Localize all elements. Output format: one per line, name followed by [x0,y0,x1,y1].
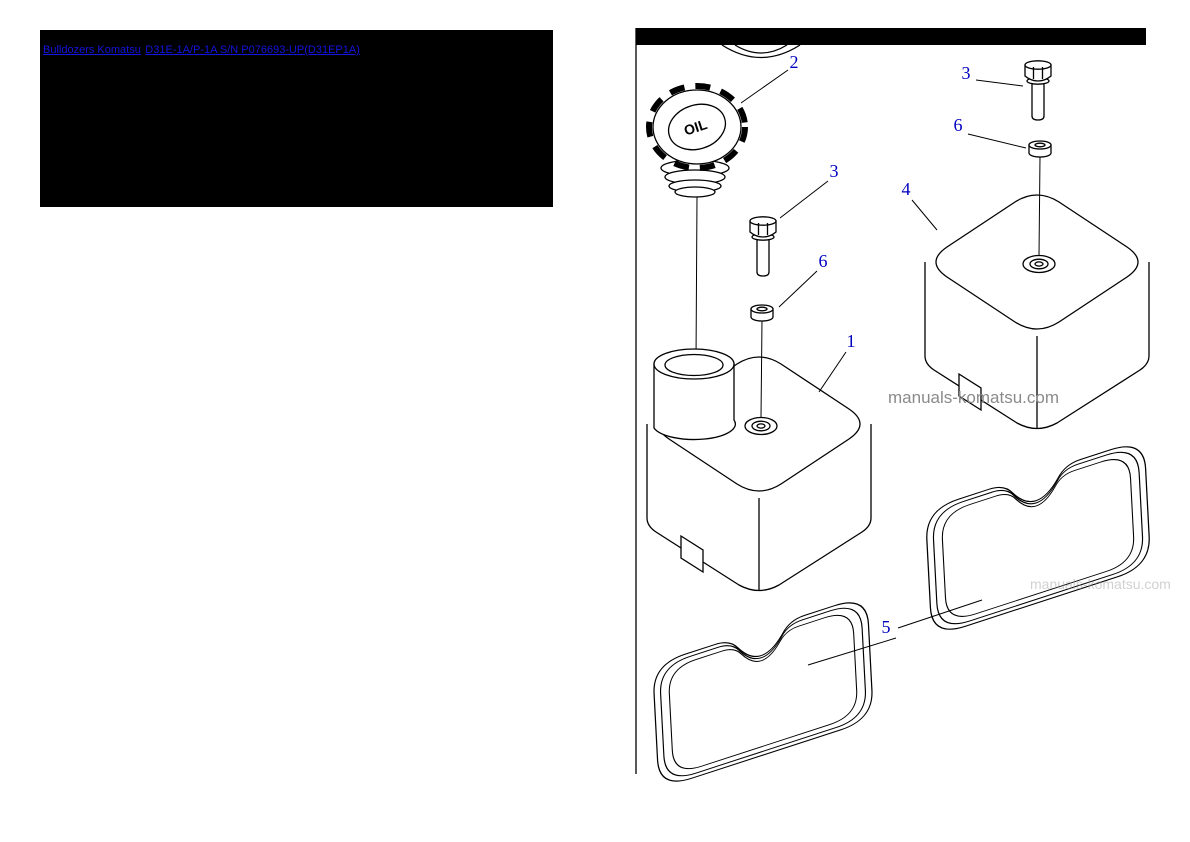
callout-5: 5 [882,617,891,637]
header-banner: Bulldozers Komatsu D31E-1A/P-1A S/N P076… [40,30,553,207]
watermark: manuals-komatsu.com [888,388,1059,407]
breadcrumb-link-model[interactable]: D31E-1A/P-1A S/N P076693-UP(D31EP1A) [145,44,360,56]
watermark-faint: manuals-komatsu.com [1030,576,1171,592]
diagram-top-bar [636,28,1146,45]
callout-6-middle: 6 [819,251,828,271]
bolt-axis-right [1038,155,1041,257]
bolt-middle [749,216,777,277]
partial-cap-arc [721,44,801,59]
callout-6-right: 6 [954,115,963,135]
cap-axis-line [695,195,698,363]
callout-3-right: 3 [962,63,971,83]
leader-lines [740,69,1027,666]
washer-middle [750,304,774,322]
oil-cap-label: OIL [682,116,710,139]
bolt-axis-left [760,319,763,419]
callout-3-middle: 3 [830,161,839,181]
callout-4: 4 [902,179,911,199]
oil-cap: OIL [646,83,748,198]
callout-1: 1 [847,331,856,351]
filler-neck [653,348,737,441]
callout-2: 2 [790,52,799,72]
bolt-right [1024,60,1052,121]
washer-right [1028,140,1052,158]
breadcrumb-link-category[interactable]: Bulldozers Komatsu [43,44,141,56]
gasket-left [651,594,875,790]
